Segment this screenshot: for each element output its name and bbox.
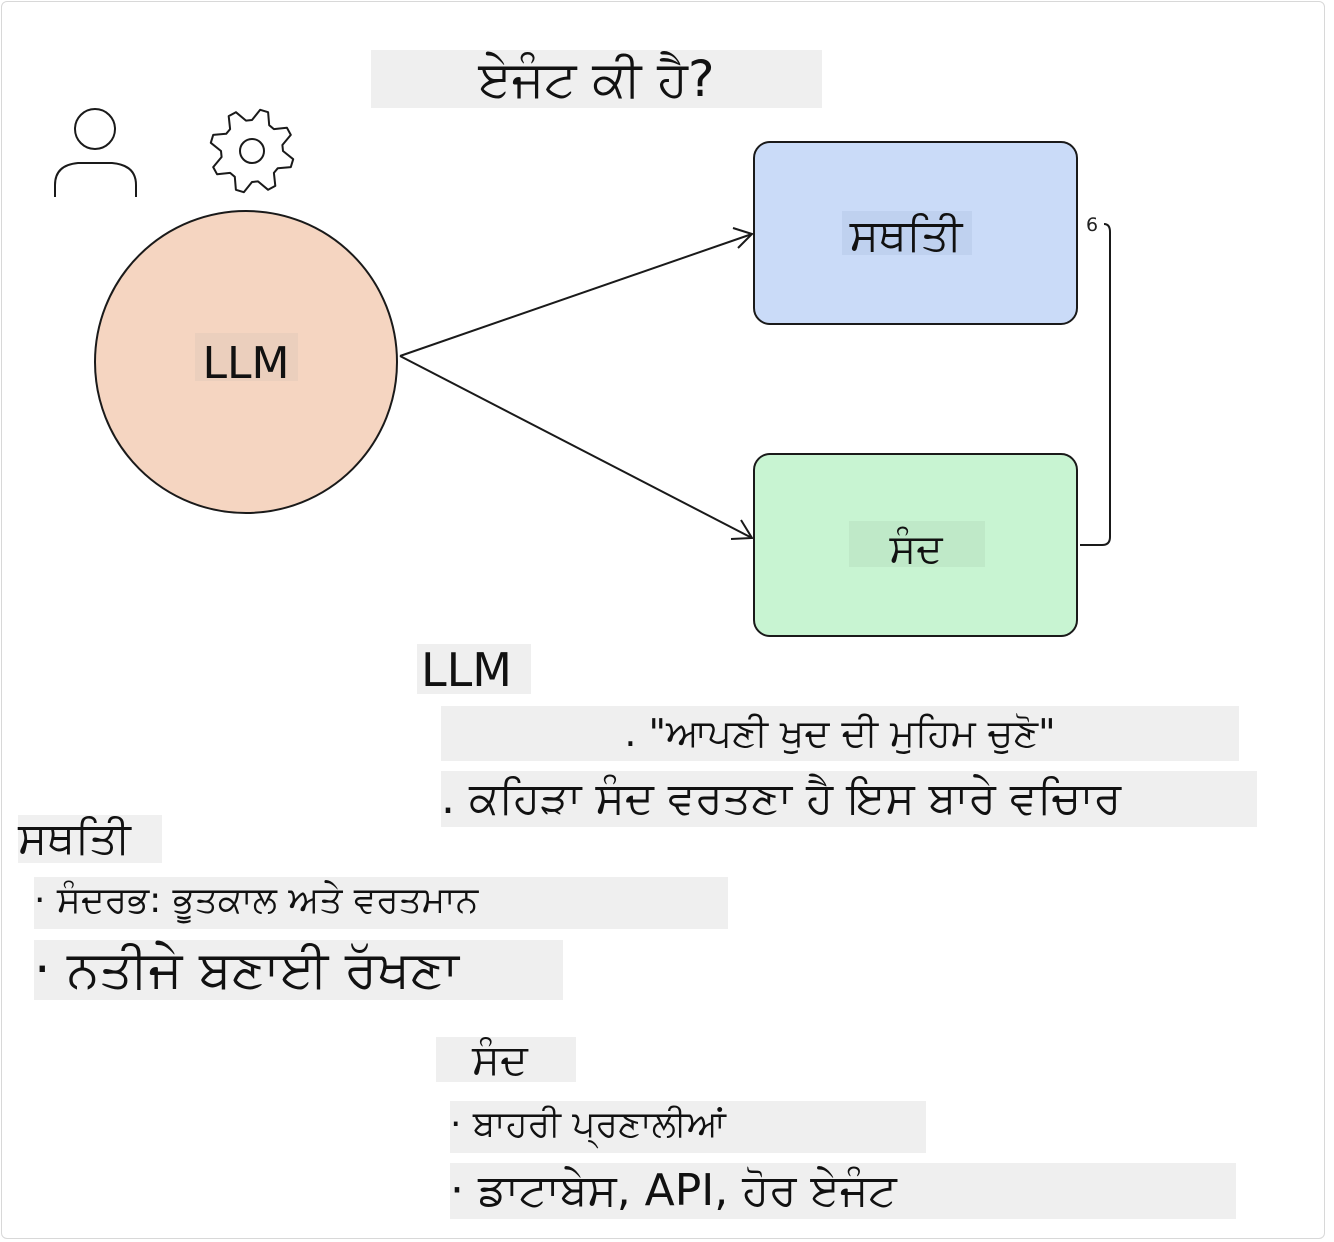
gear-hub — [239, 138, 265, 164]
arrow-llm-to-tools — [399, 355, 754, 540]
memory-bullet-2: · ਨਤੀਜੇ ਬਣਾਈ ਰੱਖਣਾ — [34, 940, 563, 1000]
llm-bullet-2: . ਕਹਿੜਾ ਸੰਦ ਵਰਤਣਾ ਹੈ ਇਸ ਬਾਰੇ ਵਚਿਾਰ — [441, 771, 1257, 827]
arrow-llm-to-memory — [399, 227, 754, 357]
page-title: ਏਜੰਟ ਕੀ ਹੈ? — [371, 50, 822, 108]
tools-node-label: ਸੰਦ — [888, 526, 944, 572]
memory-section-heading: ਸਥਤਿੀ — [18, 815, 162, 863]
gear-outline — [209, 108, 295, 194]
llm-node-label-bg — [195, 333, 298, 381]
tools-node-label-bg — [849, 521, 985, 567]
connector-label: 6 — [1086, 214, 1098, 236]
tools-section-heading: ਸੰਦ — [436, 1037, 576, 1082]
memory-tools-connector — [1080, 223, 1111, 546]
memory-node-label: ਸਥਤਿੀ — [849, 210, 965, 261]
memory-node-label-bg — [842, 211, 972, 255]
tools-bullet-1: · ਬਾਹਰੀ ਪ੍ਰਣਾਲੀਆਂ — [450, 1101, 926, 1153]
tools-bullet-2: · ਡਾਟਾਬੇਸ, API, ਹੋਰ ਏਜੰਟ — [450, 1163, 1236, 1219]
user-icon — [54, 108, 137, 197]
llm-node-label: LLM — [203, 338, 290, 389]
llm-bullet-1: . "ਆਪਣੀ ਖੁਦ ਦੀ ਮੁਹਿਮ ਚੁਣੋ" — [441, 706, 1239, 761]
gear-icon — [209, 108, 295, 194]
llm-section-heading: LLM — [417, 644, 531, 694]
memory-bullet-1: · ਸੰਦਰਭ: ਭੂਤਕਾਲ ਅਤੇ ਵਰਤਮਾਨ — [34, 877, 728, 929]
